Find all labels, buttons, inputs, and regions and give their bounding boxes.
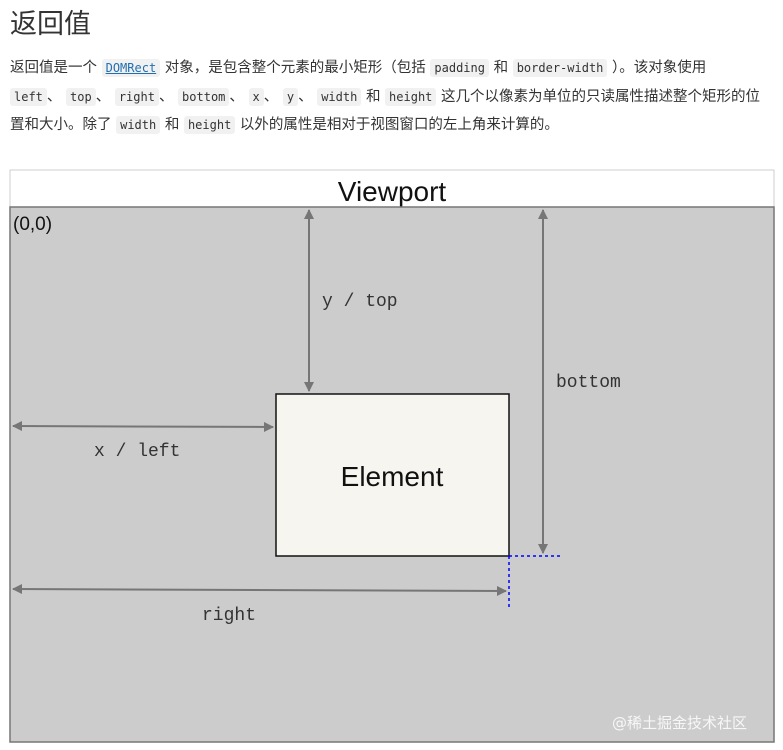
x-left-label: x / left [94, 442, 180, 462]
section-heading: 返回值 [10, 9, 91, 40]
separator: 、 [46, 88, 62, 105]
separator: 、 [158, 88, 174, 105]
separator: 、 [263, 88, 279, 105]
code-left: left [10, 87, 47, 106]
desc-text: 这几个以像素为单位的只读属性描述整个矩形的位置和大小。除了 [10, 88, 761, 134]
desc-text: ）。该对象使用 [612, 60, 707, 76]
separator: 、 [95, 88, 111, 105]
right-label: right [202, 606, 256, 626]
element-label: Element [341, 461, 444, 492]
code-bottom: bottom [178, 87, 230, 106]
separator: 、 [298, 88, 313, 105]
watermark: @稀土掘金技术社区 [612, 714, 748, 732]
description-paragraph: 返回值是一个 DOMRect 对象，是包含整个元素的最小矩形（包括 paddin… [10, 54, 770, 140]
desc-text: 和 [493, 60, 509, 76]
code-top: top [66, 87, 96, 106]
viewport-title-bar [9, 169, 775, 208]
x-left-arrow [12, 421, 274, 432]
desc-text: 和 [164, 117, 180, 133]
code-y: y [282, 87, 299, 106]
desc-text: 和 [365, 88, 381, 105]
desc-text: 返回值是一个 [10, 60, 97, 76]
domrect-diagram: Viewport (0,0) Element y / top bottom x … [9, 169, 775, 743]
desc-text: 以外的属性是相对于视图窗口的左上角来计算的。 [239, 117, 559, 133]
origin-label: (0,0) [13, 214, 52, 235]
separator: 、 [229, 88, 244, 105]
bottom-label: bottom [556, 373, 621, 393]
code-x: x [248, 87, 264, 106]
code-right: right [114, 87, 159, 106]
code-height: height [385, 87, 437, 106]
desc-text: 对象，是包含整个元素的最小矩形（包括 [164, 60, 426, 76]
code-width: width [116, 116, 161, 134]
code-border-width: border-width [512, 59, 608, 77]
element-box [275, 393, 510, 557]
code-height: height [183, 116, 236, 134]
y-top-label: y / top [322, 292, 398, 312]
domrect-link[interactable]: DOMRect [101, 59, 161, 77]
code-padding: padding [430, 59, 489, 77]
code-width: width [317, 87, 362, 106]
viewport-title: Viewport [338, 176, 447, 207]
right-arrow [12, 584, 507, 596]
